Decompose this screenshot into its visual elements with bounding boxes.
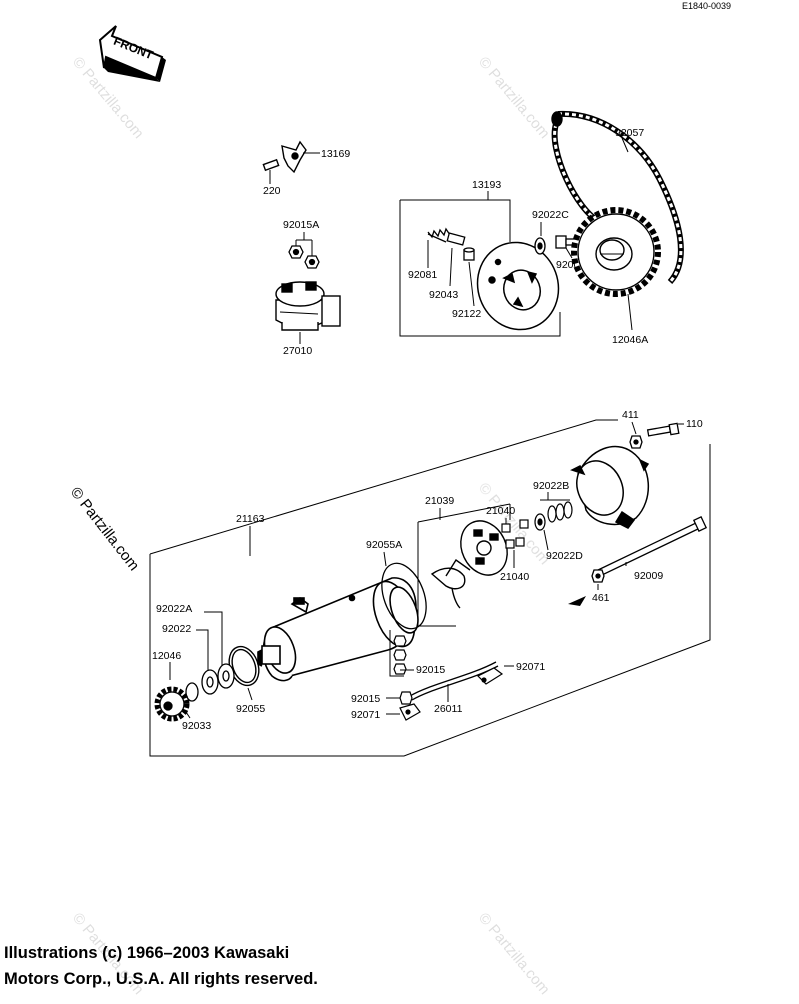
part-label-13169: 13169 (321, 148, 350, 160)
part-label-92022C: 92022C (532, 209, 569, 221)
part-label-92015-bottom: 92015 (351, 693, 380, 705)
long-bolt-92009 (597, 516, 708, 577)
part-label-92022B: 92022B (533, 480, 569, 492)
copyright-line-1: Illustrations (c) 1966–2003 Kawasaki (4, 944, 290, 962)
brush-21040-top (501, 519, 529, 533)
nut-92015-bottom (399, 691, 413, 705)
part-label-92022A: 92022A (156, 603, 192, 615)
part-label-92043: 92043 (429, 289, 458, 301)
bolt-110 (646, 422, 680, 437)
part-label-92015A: 92015A (283, 219, 319, 231)
part-label-92055: 92055 (236, 703, 265, 715)
copyright-line-2: Motors Corp., U.S.A. All rights reserved… (4, 970, 318, 988)
part-label-92022: 92022 (162, 623, 191, 635)
washers-92022B (534, 501, 573, 531)
washer-92022 (201, 669, 219, 695)
part-label-92015-top: 92015 (416, 664, 445, 676)
watermark-2: © Partzilla.com (475, 54, 553, 142)
part-label-220: 220 (263, 185, 281, 197)
part-label-461: 461 (592, 592, 610, 604)
o-ring-92055A (381, 562, 427, 630)
part-label-92122: 92122 (452, 308, 481, 320)
sprocket-12046A (571, 207, 661, 297)
part-label-92081: 92081 (408, 269, 437, 281)
roller-92122 (463, 247, 475, 261)
brush-plate-21039 (430, 520, 508, 609)
circlip-92033 (185, 682, 199, 702)
part-label-92022D: 92022D (546, 550, 583, 562)
terminal-nuts-92015 (393, 635, 407, 675)
reference-code: E1840-0039 (682, 1, 731, 11)
part-label-110: 110 (686, 418, 703, 430)
brush-21040-bottom (505, 537, 525, 549)
washer-92022A (217, 663, 235, 689)
starter-relay-27010 (275, 281, 341, 331)
washer-461 (591, 569, 605, 583)
part-label-26011: 26011 (434, 703, 463, 715)
part-label-92057: 92057 (615, 127, 644, 139)
part-label-92071-top: 92071 (516, 661, 545, 673)
washer-92022C (534, 237, 546, 255)
spring-92081 (427, 227, 451, 243)
end-cover (570, 445, 650, 529)
washer-411 (629, 435, 643, 449)
pin-92043 (446, 232, 466, 246)
part-label-92055A: 92055A (366, 539, 402, 551)
nut-92015A (288, 245, 320, 269)
starter-clutch-13193 (476, 241, 560, 331)
part-label-92033: 92033 (182, 720, 211, 732)
front-arrow-icon: FRONT (98, 25, 166, 82)
part-label-12046: 12046 (152, 650, 181, 662)
part-label-12046A: 12046A (612, 334, 648, 346)
watermark-dark: © Partzilla.com (67, 484, 143, 574)
part-label-21039: 21039 (425, 495, 454, 507)
watermark-5: © Partzilla.com (475, 910, 553, 998)
part-label-21163: 21163 (236, 513, 265, 525)
sprocket-12046 (154, 686, 190, 722)
terminal-92071-bottom (399, 703, 421, 721)
part-label-21040-bottom: 21040 (500, 571, 529, 583)
part-label-21040-top: 21040 (486, 505, 515, 517)
bracket-13169 (262, 140, 307, 174)
part-label-13193: 13193 (472, 179, 501, 191)
part-label-92071-bottom: 92071 (351, 709, 380, 721)
terminal-92071-top (476, 667, 504, 685)
part-label-411: 411 (622, 409, 639, 421)
part-label-27010: 27010 (283, 345, 312, 357)
part-label-92009: 92009 (634, 570, 663, 582)
